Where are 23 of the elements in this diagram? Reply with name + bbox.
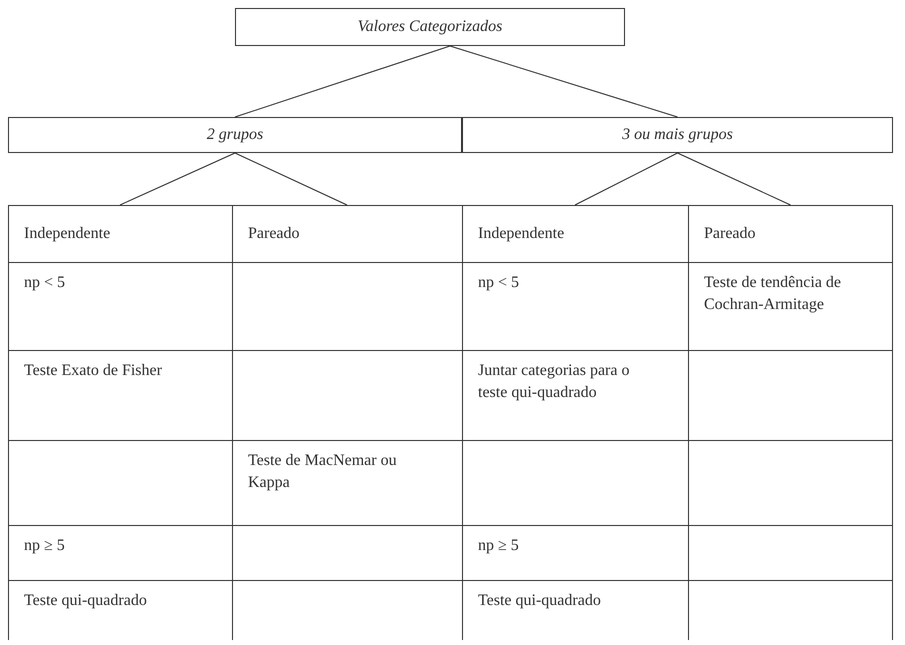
connector-line [120,152,236,206]
connector-line [677,152,791,206]
column-header: Independente [8,205,232,262]
connector-line [574,152,678,206]
column-header: Independente [462,205,688,262]
column-header: Pareado [232,205,462,262]
cell-text: Teste de tendência de Cochran-Armitage [704,273,842,315]
connector-line [234,152,348,206]
column-header: Pareado [688,205,893,262]
cell-text: np ≥ 5 [478,536,520,556]
cell-text: Teste de MacNemar ou Kappa [248,451,398,493]
category-box: Valores Categorizados [235,8,625,46]
cell-text: Juntar categorias para o teste qui-quadrado [478,361,630,403]
cell-text: np < 5 [478,273,520,293]
connector-line [450,46,678,118]
category-box: 3 ou mais grupos [462,117,893,153]
cell-text: Teste qui-quadrado [24,591,148,611]
cell-text: Teste qui-quadrado [478,591,602,611]
cell-text: np ≥ 5 [24,536,66,556]
category-box: 2 grupos [8,117,462,153]
cell-text: np < 5 [24,273,66,293]
cell-text: Teste Exato de Fisher [24,361,163,381]
connector-line [234,46,450,118]
